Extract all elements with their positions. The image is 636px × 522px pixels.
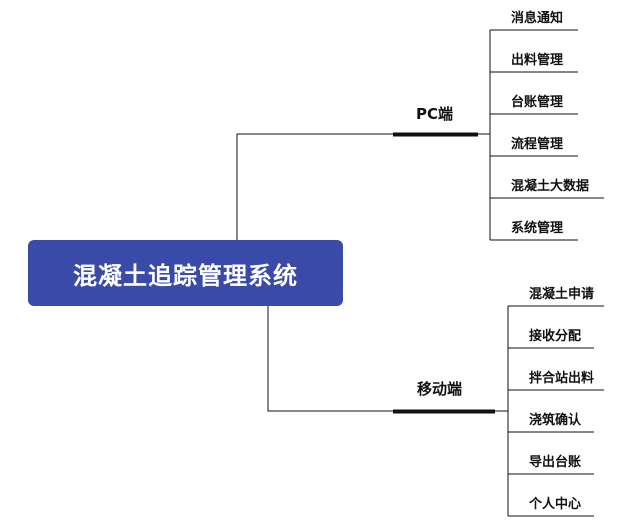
- pc-item-3[interactable]: 台账管理: [511, 95, 564, 110]
- pc-item-5[interactable]: 混凝土大数据: [511, 179, 590, 194]
- pc-item-2[interactable]: 出料管理: [511, 53, 564, 68]
- connector-root-mobile: [267, 306, 395, 412]
- branch-pc-label[interactable]: PC端: [416, 105, 454, 123]
- mobile-item-2[interactable]: 接收分配: [529, 329, 582, 344]
- mobile-item-3[interactable]: 拌合站出料: [529, 371, 595, 386]
- pc-item-6[interactable]: 系统管理: [511, 221, 564, 236]
- root-node-title: 混凝土追踪管理系统: [73, 261, 298, 290]
- root-node[interactable]: 混凝土追踪管理系统: [28, 240, 343, 306]
- mobile-item-1[interactable]: 混凝土申请: [529, 287, 595, 302]
- connector-root-pc: [236, 133, 395, 240]
- branch-mobile-label[interactable]: 移动端: [417, 380, 463, 398]
- mobile-item-6[interactable]: 个人中心: [529, 497, 582, 512]
- pc-item-4[interactable]: 流程管理: [511, 137, 564, 152]
- mobile-item-4[interactable]: 浇筑确认: [529, 413, 582, 428]
- pc-item-1[interactable]: 消息通知: [511, 11, 564, 26]
- mobile-item-5[interactable]: 导出台账: [529, 455, 582, 470]
